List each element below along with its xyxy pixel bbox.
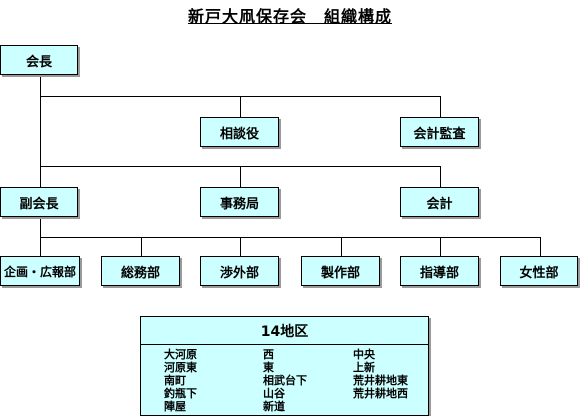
connector-departments-horizontal <box>40 237 541 238</box>
district-item: 新道 <box>263 400 285 413</box>
connector-dept-2-drop <box>141 237 142 256</box>
district-item: 荒井耕地西 <box>353 387 408 400</box>
connector-dept-1-drop <box>40 237 41 256</box>
district-item: 東 <box>263 361 274 374</box>
district-item: 中央 <box>353 348 375 361</box>
district-item: 西 <box>263 348 274 361</box>
connector-treasurer-drop <box>440 166 441 187</box>
department-planning-pr-box: 企画・広報部 <box>0 256 80 286</box>
district-item: 釣瓶下 <box>164 387 197 400</box>
district-item: 大河原 <box>164 348 197 361</box>
connector-consultant-drop <box>240 96 241 117</box>
connector-dept-5-drop <box>440 237 441 256</box>
department-instruction-box: 指導部 <box>400 256 479 286</box>
connector-dept-3-drop <box>240 237 241 256</box>
vice-president-box: 副会長 <box>0 187 78 217</box>
district-item: 河原東 <box>164 361 197 374</box>
connector-secretariat-drop <box>240 166 241 187</box>
diagram-title: 新戸大凧保存会 組織構成 <box>187 7 392 26</box>
district-item: 上新 <box>353 361 375 374</box>
connector-dept-6-drop <box>540 237 541 256</box>
connector-dept-4-drop <box>341 237 342 256</box>
district-item: 荒井耕地東 <box>353 374 408 387</box>
districts-column-3: 中央 上新 荒井耕地東 荒井耕地西 <box>353 348 408 400</box>
district-item: 陣屋 <box>164 400 186 413</box>
connector-trunk <box>40 75 41 238</box>
district-item: 南町 <box>164 374 186 387</box>
district-item: 相武台下 <box>263 374 307 387</box>
auditor-box: 会計監査 <box>400 117 479 147</box>
districts-panel: 14地区 大河原 河原東 南町 釣瓶下 陣屋 西 東 相武台下 山谷 新道 中央… <box>140 316 429 416</box>
districts-title: 14地区 <box>141 317 428 345</box>
districts-column-2: 西 東 相武台下 山谷 新道 <box>263 348 307 413</box>
districts-column-1: 大河原 河原東 南町 釣瓶下 陣屋 <box>164 348 197 413</box>
president-box: 会長 <box>0 45 78 75</box>
consultant-box: 相談役 <box>200 117 279 147</box>
department-women-box: 女性部 <box>500 256 578 286</box>
district-item: 山谷 <box>263 387 285 400</box>
secretariat-box: 事務局 <box>200 187 279 217</box>
department-production-box: 製作部 <box>301 256 380 286</box>
department-general-affairs-box: 総務部 <box>101 256 180 286</box>
connector-auditor-drop <box>440 96 441 117</box>
department-external-relations-box: 渉外部 <box>200 256 279 286</box>
treasurer-box: 会計 <box>400 187 479 217</box>
